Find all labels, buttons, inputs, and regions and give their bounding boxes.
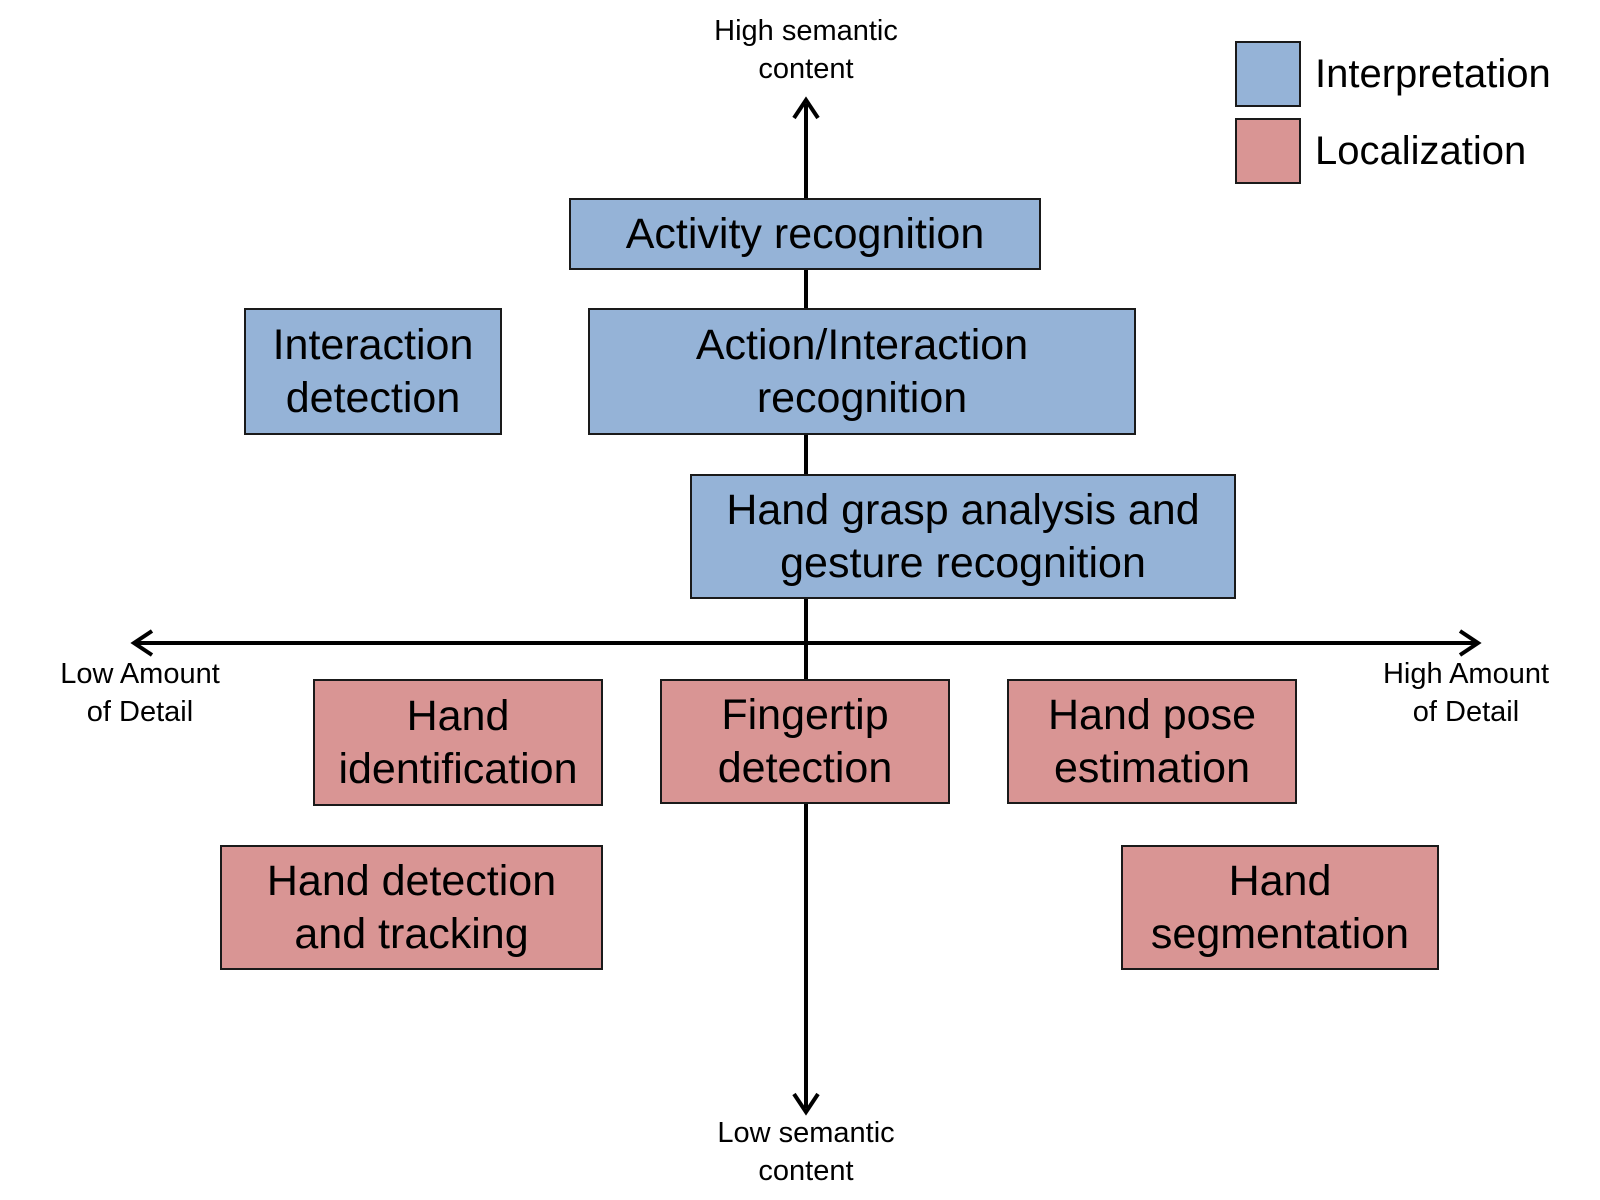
box-label-line: Action/Interaction — [695, 320, 1029, 369]
box-label-line: Hand detection — [266, 856, 557, 905]
legend-label-localization: Localization — [1315, 129, 1527, 173]
box-label-line: identification — [338, 744, 578, 793]
box-label-line: detection — [285, 373, 461, 422]
box-label-line: gesture recognition — [780, 538, 1146, 587]
box-label-line: Hand — [1228, 856, 1332, 905]
axis-label-low-detail: Low Amount of Detail — [40, 655, 240, 731]
box-label-line: estimation — [1054, 743, 1250, 792]
up-arrowhead — [792, 96, 820, 120]
axis-label-line: Low semantic — [717, 1117, 895, 1149]
box-interaction-detection: Interaction detection — [244, 308, 502, 435]
axis-label-line: High semantic — [714, 15, 898, 47]
legend-label-interpretation: Interpretation — [1315, 52, 1551, 96]
box-hand-identification: Hand identification — [313, 679, 603, 806]
box-label-line: Hand — [406, 691, 510, 740]
box-label-line: and tracking — [294, 909, 529, 958]
axis-label-line: High Amount — [1382, 658, 1550, 690]
box-hand-grasp-gesture: Hand grasp analysis and gesture recognit… — [690, 474, 1236, 599]
axis-label-line: of Detail — [86, 696, 194, 728]
box-fingertip-detection: Fingertip detection — [660, 679, 950, 804]
legend-swatch-interpretation — [1235, 41, 1301, 107]
box-hand-segmentation: Hand segmentation — [1121, 845, 1439, 970]
legend-swatch-localization — [1235, 118, 1301, 184]
box-activity-recognition: Activity recognition — [569, 198, 1041, 270]
axis-label-line: of Detail — [1412, 696, 1520, 728]
axis-label-line: content — [758, 53, 854, 85]
box-label-line: Hand pose — [1048, 690, 1256, 739]
box-label-line: Hand grasp analysis and — [726, 485, 1200, 534]
axis-label-low-semantic: Low semantic content — [686, 1114, 926, 1190]
down-arrowhead — [792, 1092, 820, 1116]
box-label-line: Fingertip — [721, 690, 889, 739]
right-arrowhead — [1458, 629, 1482, 657]
axis-label-line: Low Amount — [60, 658, 220, 690]
box-action-interaction-recognition: Action/Interaction recognition — [588, 308, 1136, 435]
box-hand-detection-tracking: Hand detection and tracking — [220, 845, 603, 970]
left-arrowhead — [130, 629, 154, 657]
box-label-line: recognition — [756, 373, 968, 422]
axis-label-high-semantic: High semantic content — [686, 12, 926, 88]
box-label-line: Interaction — [272, 320, 474, 369]
axis-label-high-detail: High Amount of Detail — [1356, 655, 1576, 731]
box-label-line: detection — [717, 743, 893, 792]
axis-label-line: content — [758, 1155, 854, 1187]
box-label-line: Activity recognition — [625, 209, 985, 258]
box-label-line: segmentation — [1150, 909, 1410, 958]
box-hand-pose-estimation: Hand pose estimation — [1007, 679, 1297, 804]
